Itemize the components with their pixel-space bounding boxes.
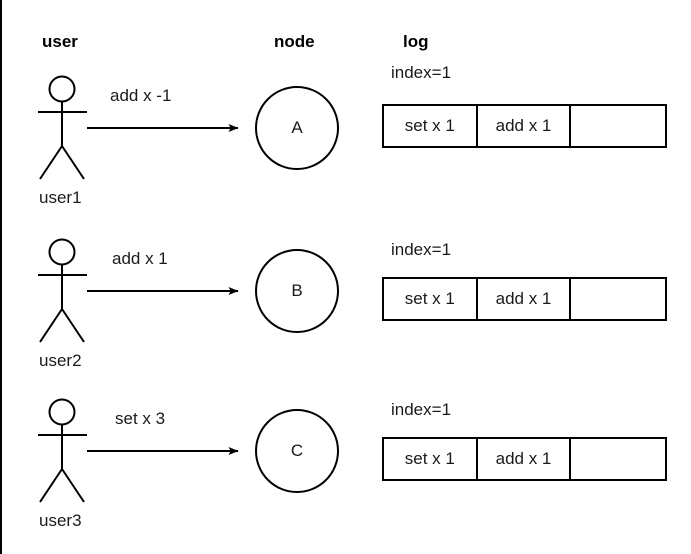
actor-label-user2: user2 (39, 351, 82, 370)
actor-figure-user1 (38, 75, 87, 180)
node-label-c: C (290, 441, 304, 460)
log-cell[interactable]: add x 1 (478, 106, 572, 146)
actor-figure-user2 (38, 238, 87, 343)
log-cell[interactable] (571, 279, 665, 319)
message-label-3: set x 3 (115, 409, 166, 428)
actor-figure-user3 (38, 398, 87, 503)
log-table-3: set x 1 add x 1 (382, 437, 667, 481)
log-index-label-3: index=1 (391, 400, 452, 419)
log-index-label-1: index=1 (391, 63, 452, 82)
log-index-label-2: index=1 (391, 240, 452, 259)
log-cell[interactable]: set x 1 (384, 279, 478, 319)
log-cell[interactable]: set x 1 (384, 106, 478, 146)
message-label-2: add x 1 (112, 249, 168, 268)
node-label-a: A (291, 118, 303, 137)
log-cell[interactable] (571, 439, 665, 479)
actor-label-user3: user3 (39, 511, 82, 530)
node-label-b: B (291, 281, 303, 300)
column-header-log: log (403, 32, 429, 51)
log-table-2: set x 1 add x 1 (382, 277, 667, 321)
log-table-1: set x 1 add x 1 (382, 104, 667, 148)
column-header-user: user (42, 32, 78, 51)
actor-label-user1: user1 (39, 188, 82, 207)
message-label-1: add x -1 (110, 86, 172, 105)
column-header-node: node (274, 32, 315, 51)
log-cell[interactable]: set x 1 (384, 439, 478, 479)
log-cell[interactable]: add x 1 (478, 279, 572, 319)
log-cell[interactable] (571, 106, 665, 146)
log-cell[interactable]: add x 1 (478, 439, 572, 479)
